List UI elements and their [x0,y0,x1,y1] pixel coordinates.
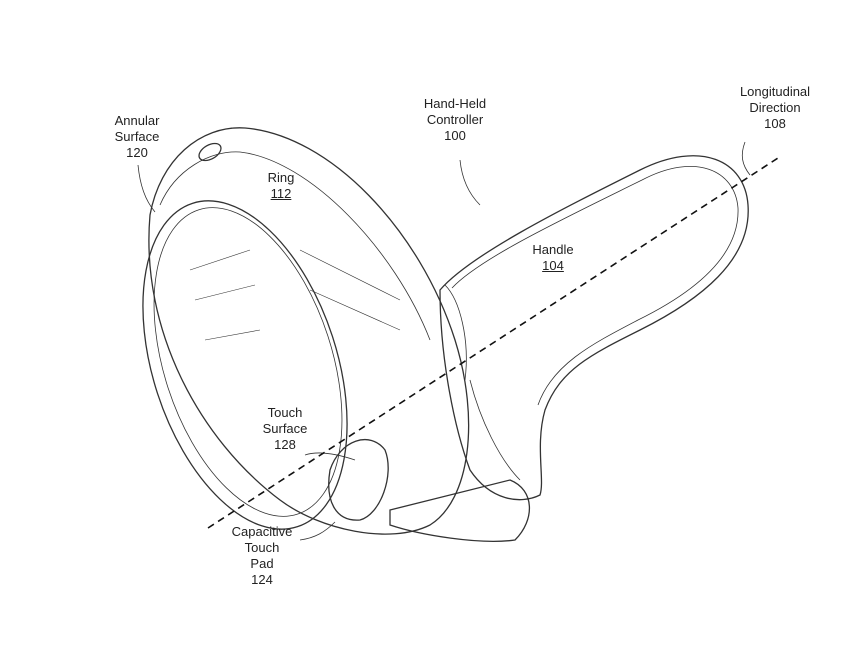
reference-number: 104 [542,258,564,273]
label-ring: Ring 112 [268,170,295,202]
label-text: Controller [426,112,484,127]
reference-number: 128 [274,437,296,452]
label-text: Capacitive [231,524,293,539]
label-text: Handle [532,242,574,257]
label-text: Touch [267,405,303,420]
label-capacitive-touch-pad: Capacitive Touch Pad 124 [232,524,293,588]
label-text: Surface [262,421,308,436]
label-text: Ring [267,170,295,185]
reference-number: 124 [251,572,273,587]
label-text: Annular [114,113,160,128]
label-text: Longitudinal [739,84,811,99]
label-handle: Handle 104 [532,242,573,274]
label-text: Touch [244,540,280,555]
reference-number: 100 [444,128,466,143]
label-text: Hand-Held [423,96,487,111]
reference-number: 112 [270,186,292,201]
longitudinal-axis-line [207,157,779,529]
label-controller: Hand-Held Controller 100 [424,96,486,144]
reference-number: 120 [126,145,148,160]
label-longitudinal-direction: Longitudinal Direction 108 [740,84,810,132]
handle-shape [389,155,749,542]
label-text: Surface [114,129,160,144]
ring-shape [142,127,470,535]
label-text: Pad [250,556,274,571]
leader-lines [137,141,751,541]
label-touch-surface: Touch Surface 128 [263,405,308,453]
reference-number: 108 [764,116,786,131]
label-text: Direction [749,100,801,115]
label-annular-surface: Annular Surface 120 [115,113,160,161]
